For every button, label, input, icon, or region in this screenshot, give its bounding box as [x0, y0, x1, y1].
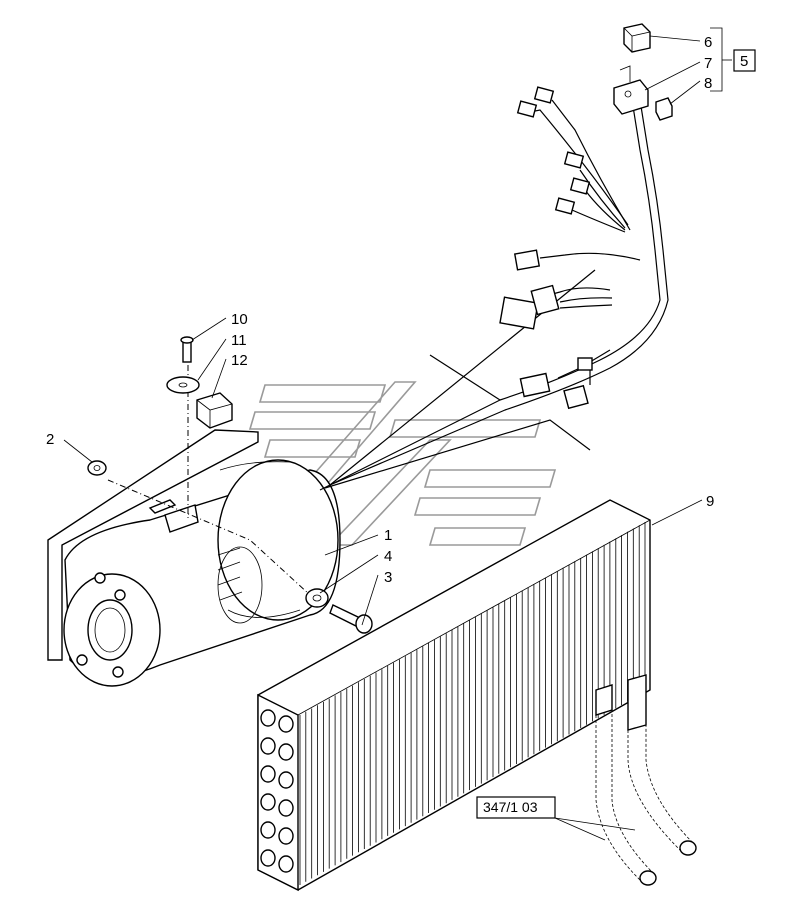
callout-8: 8 — [704, 75, 712, 92]
callout-labels: 1 2 3 4 6 7 8 9 10 11 12 5 347/1 03 — [46, 34, 756, 819]
blower-housing — [47, 429, 341, 687]
callout-10: 10 — [231, 311, 248, 328]
tube-bend — [278, 715, 294, 733]
callout-4: 4 — [384, 548, 392, 565]
wiring-harness — [319, 86, 669, 491]
nut-2 — [87, 460, 107, 476]
callout-1: 1 — [384, 527, 392, 544]
tube-bend — [260, 821, 276, 839]
tube-bend — [278, 771, 294, 789]
washer-11 — [166, 376, 200, 394]
relay-socket-7 — [613, 65, 649, 115]
resistor-12 — [196, 392, 233, 429]
tube-bend — [278, 855, 294, 873]
callout-6: 6 — [704, 34, 712, 51]
tube-bend — [260, 765, 276, 783]
callout-9: 9 — [706, 493, 714, 510]
clip-8 — [655, 97, 673, 121]
relay-6 — [623, 23, 651, 53]
reference-box: 347/1 03 — [483, 799, 538, 815]
callout-7: 7 — [704, 55, 712, 72]
heater-core — [257, 499, 697, 892]
screw-3 — [329, 604, 373, 634]
screw-10 — [180, 336, 194, 363]
callout-3: 3 — [384, 569, 392, 586]
reference-box-frame — [476, 796, 556, 819]
centre-lines — [107, 365, 311, 596]
tube-bend — [260, 737, 276, 755]
leader-lines — [63, 27, 732, 841]
watermark-logo — [248, 381, 557, 546]
tube-bend — [260, 849, 276, 867]
tube-bend — [278, 827, 294, 845]
callout-5: 5 — [740, 53, 748, 70]
callout-12: 12 — [231, 352, 248, 369]
callout-11: 11 — [231, 332, 247, 349]
washer-4 — [305, 588, 329, 608]
tube-bend — [260, 793, 276, 811]
tube-bend — [278, 799, 294, 817]
callout-5-box — [733, 49, 756, 72]
tube-bend — [260, 709, 276, 727]
tube-bend — [278, 743, 294, 761]
callout-2: 2 — [46, 431, 54, 448]
